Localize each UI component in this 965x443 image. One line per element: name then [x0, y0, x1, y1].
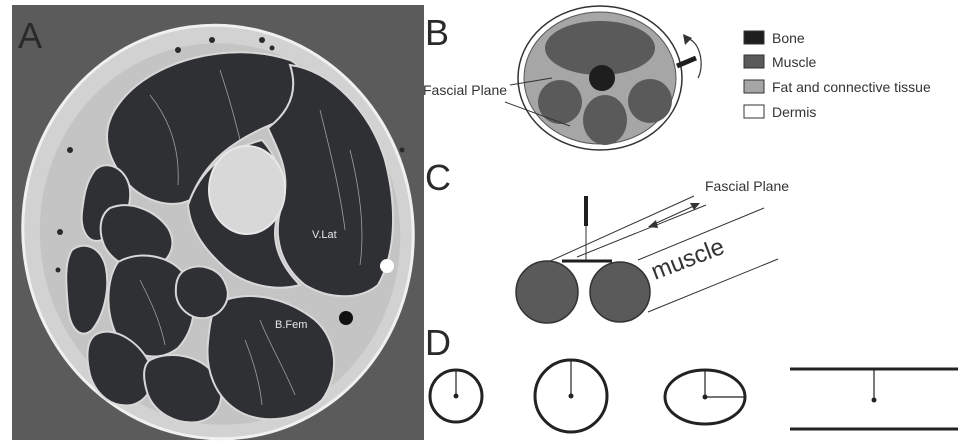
muscle-right [628, 79, 672, 123]
muscle-circle-left [516, 261, 578, 323]
muscle-circle-right [590, 262, 650, 322]
fascial-arrow-head-left [648, 220, 658, 228]
legend-label-muscle: Muscle [772, 54, 817, 70]
legend-swatch-fat [744, 80, 764, 93]
label-biceps-femoris: B.Fem [275, 319, 307, 331]
legend: Bone Muscle Fat and connective tissue De… [744, 30, 931, 120]
parallel-point [872, 398, 877, 403]
legend-label-dermis: Dermis [772, 104, 816, 120]
panel-a: V.Lat B.Fem A [0, 0, 440, 443]
muscle-bottom [583, 95, 627, 145]
femur-bone [209, 146, 285, 234]
fascial-arrow [652, 205, 696, 225]
marker-white-dot [380, 259, 394, 273]
legend-swatch-muscle [744, 55, 764, 68]
panel-c-letter: C [425, 157, 451, 198]
muscle-semitendinosus [176, 266, 228, 318]
fascial-plane-label-c: Fascial Plane [705, 178, 789, 194]
panel-d: D [425, 322, 958, 432]
circle-small-center [454, 394, 459, 399]
bone-center [589, 65, 615, 91]
marker-black-dot [339, 311, 353, 325]
legend-label-bone: Bone [772, 30, 805, 46]
label-vastus-lateralis: V.Lat [312, 229, 337, 241]
muscle-left [538, 80, 582, 124]
legend-label-fat: Fat and connective tissue [772, 79, 931, 95]
legend-swatch-bone [744, 31, 764, 44]
fascial-plane-label-b: Fascial Plane [423, 82, 507, 98]
legend-swatch-dermis [744, 105, 764, 118]
muscle-label-c: muscle [647, 233, 728, 285]
panel-b: B Fascial Plane Bone Muscle Fat and conn… [423, 6, 931, 150]
panel-a-letter: A [18, 15, 42, 56]
ellipse-center [703, 395, 708, 400]
panel-c: C Fascial Plane muscle [425, 157, 789, 323]
panel-d-letter: D [425, 322, 451, 363]
panel-b-letter: B [425, 12, 449, 53]
circle-large-center [569, 394, 574, 399]
